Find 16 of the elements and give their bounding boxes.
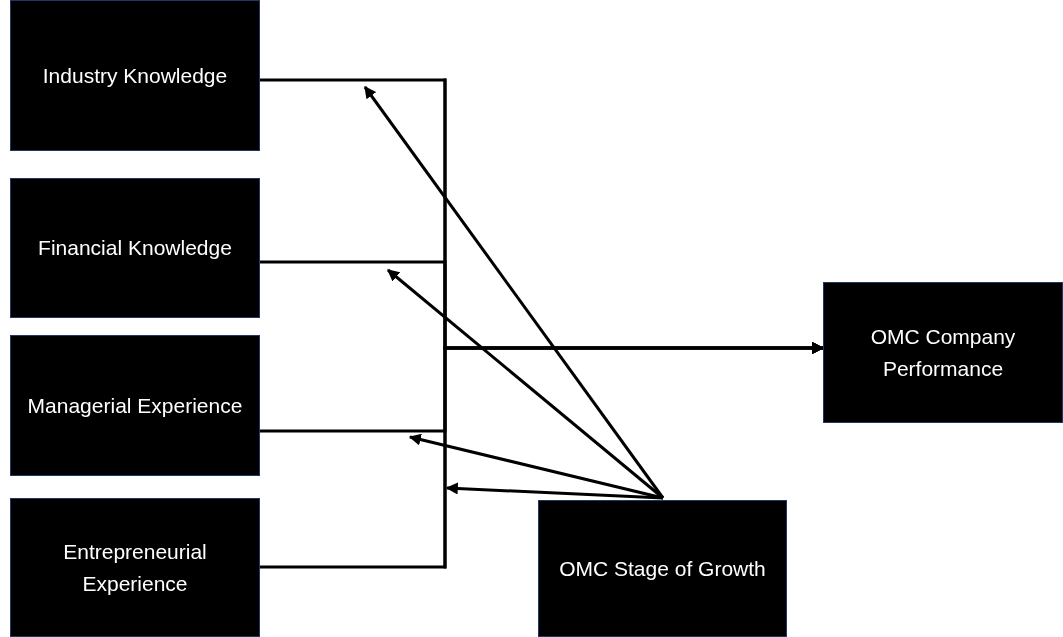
box: [10, 498, 260, 637]
box-label: Managerial Experience: [26, 392, 244, 419]
arrow: [387, 268, 664, 500]
box: [823, 282, 1063, 423]
arrow: [260, 342, 825, 569]
box: [10, 178, 260, 318]
box: [10, 335, 260, 476]
box: [10, 0, 260, 151]
arrow: [363, 86, 665, 499]
box-label: OMC Company Performance: [869, 324, 1017, 382]
box-label: OMC Stage of Growth: [558, 555, 767, 582]
box: [538, 500, 787, 637]
box-label: Financial Knowledge: [37, 235, 233, 262]
box-label: Entrepreneurial Experience: [62, 539, 208, 597]
box-label: Industry Knowledge: [41, 62, 229, 89]
arrow: [445, 482, 664, 500]
